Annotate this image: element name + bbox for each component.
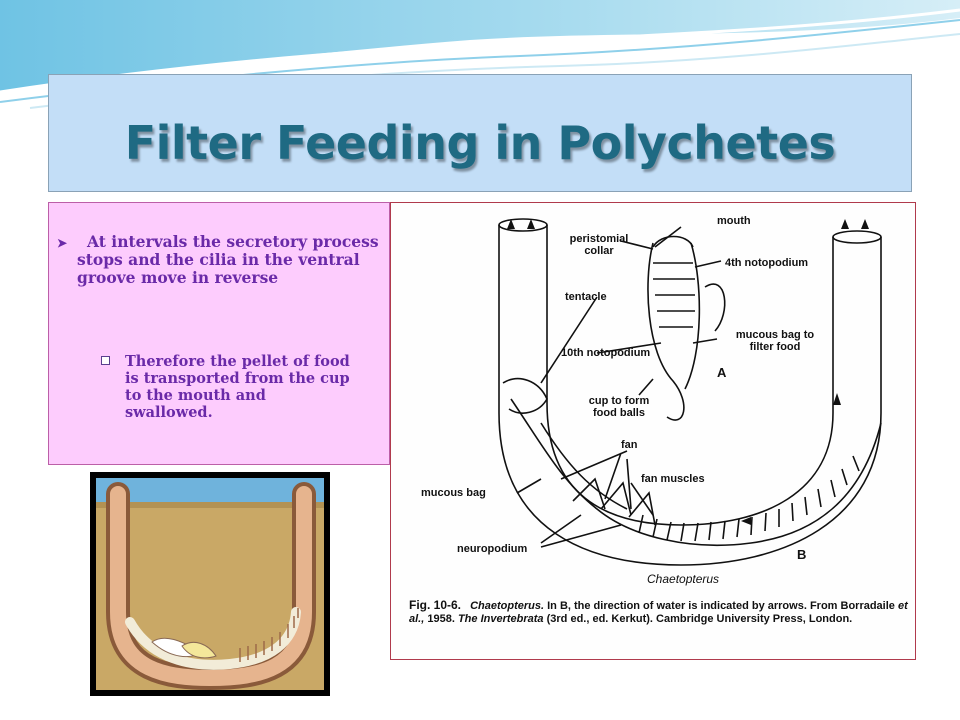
caption-fig-number: Fig. 10-6.	[409, 598, 462, 612]
tube-illustration-drawing	[96, 478, 324, 691]
caption-species: Chaetopterus.	[470, 600, 545, 612]
chaetopterus-figure: mouth peristomial collar 4th notopodium …	[390, 202, 916, 660]
label-b: B	[797, 547, 807, 562]
tube-illustration	[90, 472, 330, 696]
label-mucous-bag-filter: mucous bag to filter food	[735, 329, 815, 353]
label-tentacle: tentacle	[565, 291, 607, 303]
bullet-item-2: Therefore the pellet of food is transpor…	[101, 353, 351, 421]
caption-text-3: (3rd ed., ed. Kerkut). Cambridge Univers…	[546, 613, 853, 625]
label-species: Chaetopterus	[647, 572, 720, 586]
label-mouth: mouth	[717, 215, 751, 227]
label-neuropodium: neuropodium	[457, 543, 528, 555]
text-panel: ➤ At intervals the secretory process sto…	[48, 202, 390, 465]
arrow-bullet-icon: ➤	[57, 236, 68, 250]
title-box: Filter Feeding in Polychetes	[48, 74, 912, 192]
square-bullet-icon	[101, 356, 110, 365]
caption-book: The Invertebrata	[457, 613, 544, 625]
caption-text-2: 1958.	[427, 613, 455, 625]
label-a: A	[717, 365, 727, 380]
slide-title: Filter Feeding in Polychetes	[124, 116, 836, 170]
bullet-2-text: Therefore the pellet of food is transpor…	[125, 353, 350, 421]
label-cup-food-balls: cup to form food balls	[588, 395, 650, 419]
label-4th-notopodium: 4th notopodium	[725, 257, 809, 269]
caption-text-1: In B, the direction of water is indicate…	[547, 600, 895, 612]
tube-diagram	[498, 218, 882, 566]
label-fan-muscles: fan muscles	[641, 473, 705, 485]
bullet-1-text: At intervals the secretory process stops…	[77, 232, 379, 287]
label-mucous-bag: mucous bag	[421, 487, 486, 499]
label-peristomial-collar: peristomial collar	[569, 233, 629, 257]
figure-caption: Fig. 10-6. Chaetopterus. In B, the direc…	[409, 599, 909, 626]
caption-et-al: et al.,	[409, 600, 908, 625]
bullet-item-1: ➤ At intervals the secretory process sto…	[57, 232, 383, 287]
label-10th-notopodium: 10th notopodium	[561, 347, 651, 359]
label-fan: fan	[621, 439, 638, 451]
